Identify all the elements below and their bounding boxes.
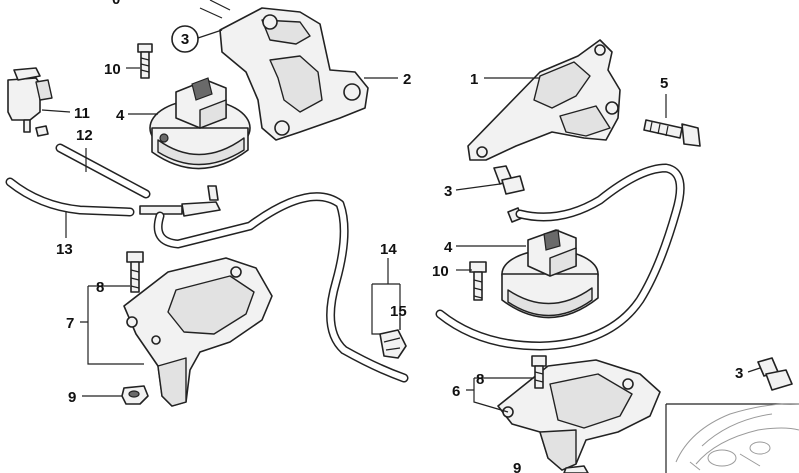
bolt-8-right: [531, 355, 547, 389]
callout-1: 1: [470, 71, 478, 88]
callout-5: 5: [660, 75, 668, 92]
bolt-3-inset: [757, 357, 793, 391]
callout-labels: 3 2 10 4 11 12 13 8 7 9 1 5 3 4 10 14 15…: [56, 0, 743, 473]
bolt-8-left: [126, 251, 144, 293]
callout-13: 13: [56, 241, 73, 258]
callout-4-right: 4: [444, 239, 453, 256]
engine-bracket-left: [199, 0, 369, 141]
vacuum-line-right: [435, 163, 685, 351]
vacuum-hose-13: [5, 177, 135, 217]
callout-9-right: 9: [513, 460, 521, 473]
vehicle-locator-inset: [665, 403, 799, 473]
callout-3-right: 3: [444, 183, 452, 200]
callout-9-left: 9: [68, 389, 76, 406]
callout-6: 6: [452, 383, 460, 400]
vacuum-line-14: [139, 185, 409, 383]
callout-4-left: 4: [116, 107, 125, 124]
callout-0-top: 0: [112, 0, 120, 8]
mount-bracket-right: [497, 359, 661, 471]
callout-7: 7: [66, 315, 74, 332]
bolt-10-right: [469, 261, 487, 301]
engine-mount-left: [149, 77, 251, 170]
solenoid-valve: [7, 67, 53, 137]
callout-11: 11: [74, 105, 90, 122]
callout-2: 2: [403, 71, 411, 88]
callout-14: 14: [380, 241, 397, 258]
callout-15: 15: [390, 303, 407, 320]
bolt-3-right: [493, 165, 525, 195]
callout-10-left: 10: [104, 61, 121, 78]
callout-8-right: 8: [476, 371, 484, 388]
callout-12: 12: [76, 127, 93, 144]
engine-bracket-right: [467, 39, 621, 161]
engine-mount-right: [501, 229, 599, 319]
nut-9-right: [563, 465, 589, 473]
callout-8-left: 8: [96, 279, 104, 296]
callout-3-inset: 3: [735, 365, 743, 382]
callout-3-top: 3: [181, 31, 189, 48]
bolt-5: [643, 119, 701, 147]
callout-3-circle: [171, 25, 199, 53]
vacuum-hose-12: [55, 143, 151, 199]
leader-lines: [41, 29, 761, 413]
hose-clip-15: [379, 329, 407, 359]
nut-9-left: [121, 385, 149, 405]
bolt-10-left: [137, 43, 153, 79]
mount-bracket-left: [123, 257, 273, 407]
callout-10-right: 10: [432, 263, 449, 280]
